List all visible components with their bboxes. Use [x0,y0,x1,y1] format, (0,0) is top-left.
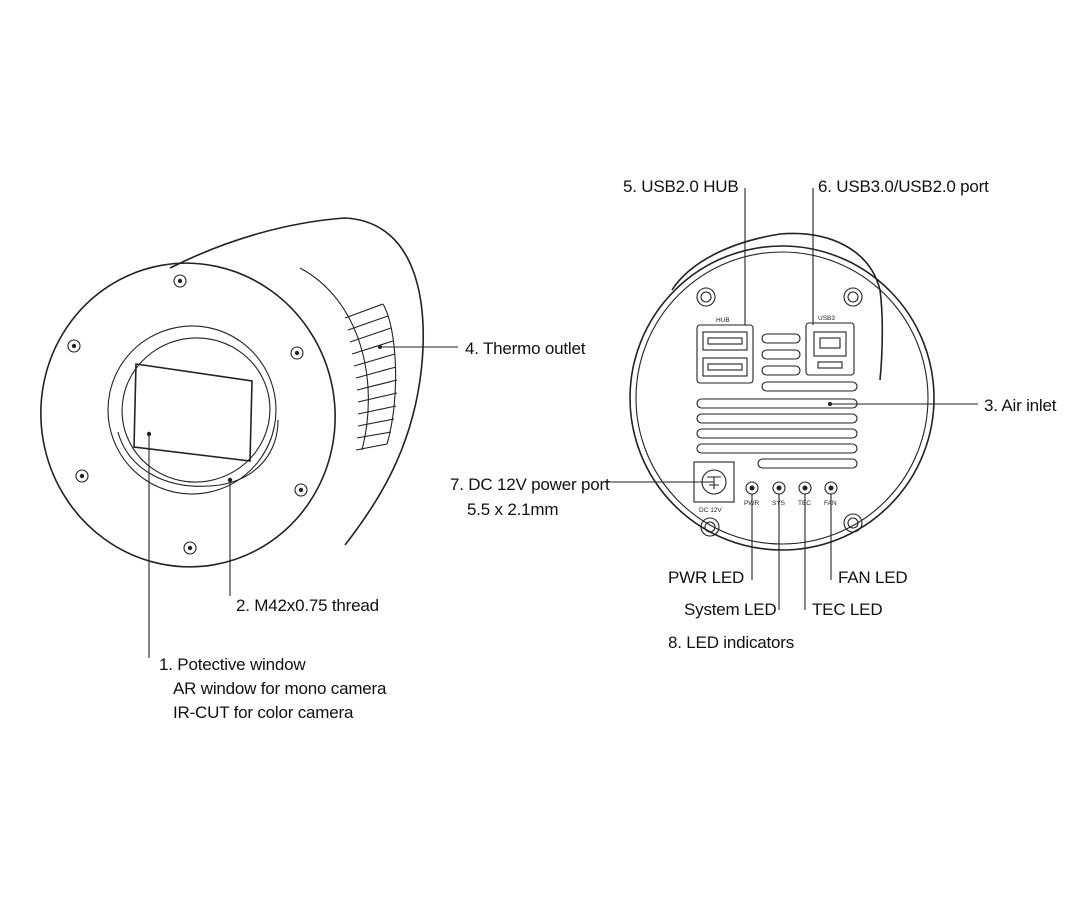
label-air-inlet: 3. Air inlet [984,396,1057,415]
screw-icon [696,287,716,307]
back-plate-rim [635,251,929,545]
back-body-outline [671,232,884,381]
thread-ring-lower [117,419,279,487]
camera-back-view: HUB USB3 DC [605,188,978,610]
thread-ring-inner [121,337,271,483]
usb2-hub-port: HUB [696,317,754,384]
label-window-3: IR-CUT for color camera [173,703,354,722]
thread-ring-outer [107,325,277,495]
label-dc-power-1: 7. DC 12V power port [450,475,610,494]
thermo-outlet-fins [344,303,398,451]
label-usb3-port: 6. USB3.0/USB2.0 port [818,177,989,196]
back-screws [696,287,863,537]
screw-icon [67,339,81,353]
screw-icon [294,483,308,497]
screw-icon [700,517,720,537]
body-edge [299,267,369,451]
camera-front-view [40,217,458,658]
air-inlet-vents [696,398,858,469]
screw-icon [843,513,863,533]
label-pwr-led: PWR LED [668,568,744,587]
screw-icon [183,541,197,555]
dc-power-jack: DC 12V [693,461,735,514]
label-thermo-outlet: 4. Thermo outlet [465,339,586,358]
screw-icon [173,274,187,288]
screw-icon [290,346,304,360]
label-tec-led: TEC LED [812,600,882,619]
label-system-led: System LED [684,600,776,619]
protective-window [133,363,253,462]
screw-icon [843,287,863,307]
screw-icon [75,469,89,483]
label-window-1: 1. Potective window [159,655,306,674]
label-dc-power-2: 5.5 x 2.1mm [467,500,558,519]
dc12v-label: DC 12V [699,507,722,514]
front-flange [40,262,336,568]
usb3-label: USB3 [818,315,835,322]
label-thread: 2. M42x0.75 thread [236,596,379,615]
label-window-2: AR window for mono camera [173,679,387,698]
camera-body-outline [169,217,425,546]
label-led-indicators: 8. LED indicators [668,633,794,652]
label-usb-hub: 5. USB2.0 HUB [623,177,739,196]
upper-vents [761,333,858,392]
hub-label: HUB [716,317,730,324]
back-plate [629,245,935,551]
label-fan-led: FAN LED [838,568,907,587]
flange-screws [67,274,308,555]
usb3-port: USB3 [805,315,855,376]
